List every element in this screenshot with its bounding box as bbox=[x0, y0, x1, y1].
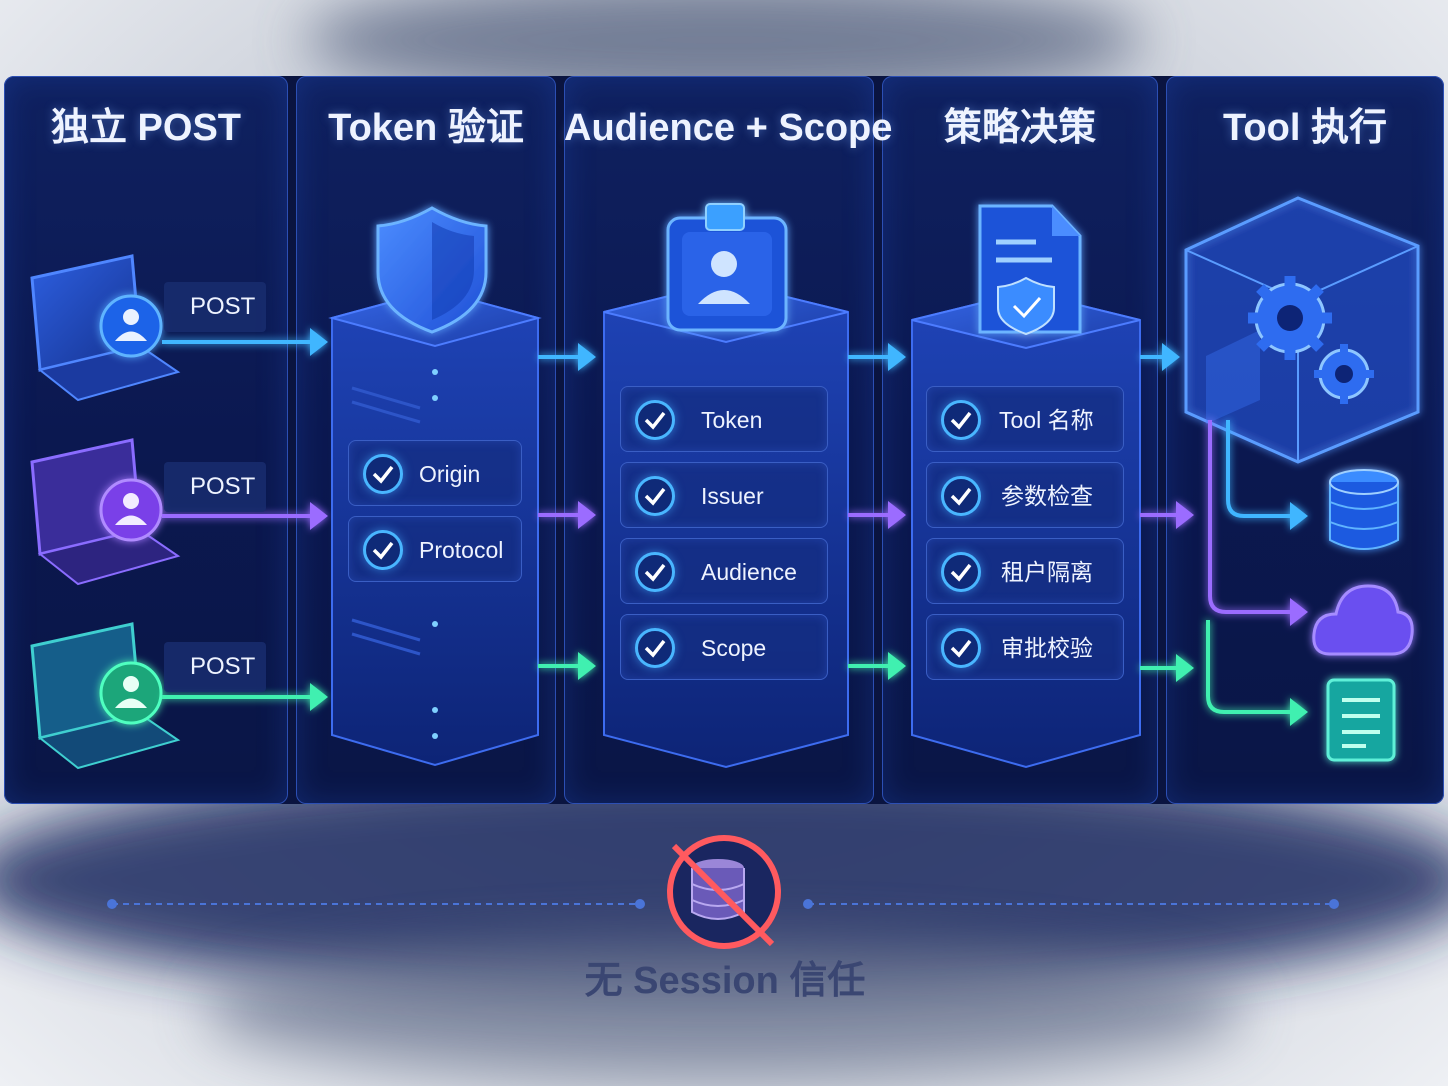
check-label: Audience bbox=[701, 559, 797, 585]
check-tenant-isolation: 租户隔离 bbox=[926, 538, 1124, 604]
footer-divider-right bbox=[803, 899, 1339, 909]
post-label-3: POST bbox=[190, 653, 256, 680]
arrow-scope-3 bbox=[848, 652, 906, 680]
check-origin: Origin bbox=[348, 440, 522, 506]
check-label: 审批校验 bbox=[1001, 635, 1093, 661]
check-circle-icon bbox=[941, 628, 981, 668]
check-protocol: Protocol bbox=[348, 516, 522, 582]
arrow-token-2 bbox=[538, 501, 596, 529]
gear-icon-small bbox=[1314, 344, 1374, 404]
post-tag-1: POST bbox=[164, 282, 266, 332]
arrow-policy-3 bbox=[1140, 654, 1194, 682]
check-scope: Scope bbox=[620, 614, 828, 680]
check-audience: Audience bbox=[620, 538, 828, 604]
check-circle-icon bbox=[941, 552, 981, 592]
check-issuer: Issuer bbox=[620, 462, 828, 528]
check-approval: 审批校验 bbox=[926, 614, 1124, 680]
post-tag-2: POST bbox=[164, 462, 266, 512]
footer-divider-left bbox=[107, 899, 645, 909]
cloud-icon bbox=[1312, 584, 1414, 656]
check-label: 租户隔离 bbox=[1001, 559, 1093, 585]
user-avatar-icon-2 bbox=[99, 478, 163, 542]
check-circle-icon bbox=[941, 476, 981, 516]
check-label: Origin bbox=[419, 461, 481, 487]
user-avatar-icon-1 bbox=[99, 294, 163, 358]
gear-icon-large bbox=[1248, 276, 1332, 360]
policy-tower bbox=[911, 290, 1141, 769]
branch-arrow-database bbox=[1226, 420, 1308, 530]
column-title-2: Token 验证 bbox=[328, 107, 524, 149]
arrow-client-2 bbox=[162, 502, 328, 530]
id-badge-icon bbox=[666, 203, 788, 332]
column-title-5: Tool 执行 bbox=[1223, 107, 1387, 149]
arrow-policy-1 bbox=[1140, 343, 1180, 371]
arrow-token-3 bbox=[538, 652, 596, 680]
check-token: Token bbox=[620, 386, 828, 452]
check-tool-name: Tool 名称 bbox=[926, 386, 1124, 452]
post-label-1: POST bbox=[190, 293, 256, 320]
no-session-trust-label: 无 Session 信任 bbox=[584, 960, 866, 1002]
post-label-2: POST bbox=[190, 473, 256, 500]
gears-cube-icon bbox=[1184, 196, 1420, 464]
arrow-scope-2 bbox=[848, 501, 906, 529]
check-label: Protocol bbox=[419, 537, 504, 563]
no-database-icon bbox=[667, 835, 781, 949]
check-label: 参数检查 bbox=[1001, 483, 1093, 509]
check-circle-icon bbox=[635, 628, 675, 668]
column-title-3: Audience + Scope bbox=[564, 107, 893, 149]
check-label: Scope bbox=[701, 635, 767, 661]
check-circle-icon bbox=[363, 530, 403, 570]
user-avatar-icon-3 bbox=[99, 661, 163, 725]
column-title-4: 策略决策 bbox=[943, 107, 1096, 149]
document-icon bbox=[1326, 678, 1396, 762]
policy-document-icon bbox=[978, 204, 1082, 336]
column-title-1: 独立 POST bbox=[50, 107, 242, 149]
check-label: Tool 名称 bbox=[999, 407, 1094, 433]
arrow-scope-1 bbox=[848, 343, 906, 371]
check-label: Issuer bbox=[701, 483, 764, 509]
check-label: Token bbox=[701, 407, 763, 433]
check-params: 参数检查 bbox=[926, 462, 1124, 528]
check-circle-icon bbox=[941, 400, 981, 440]
check-circle-icon bbox=[363, 454, 403, 494]
arrow-policy-2 bbox=[1140, 501, 1194, 529]
arrow-client-3 bbox=[162, 683, 328, 711]
check-circle-icon bbox=[635, 552, 675, 592]
check-circle-icon bbox=[635, 400, 675, 440]
arrow-token-1 bbox=[538, 343, 596, 371]
arrow-client-1 bbox=[162, 328, 328, 356]
branch-arrow-cloud bbox=[1208, 420, 1308, 626]
database-icon bbox=[1329, 469, 1399, 550]
shield-icon bbox=[376, 206, 488, 334]
post-tag-3: POST bbox=[164, 642, 266, 692]
branch-arrow-document bbox=[1206, 620, 1308, 726]
check-circle-icon bbox=[635, 476, 675, 516]
